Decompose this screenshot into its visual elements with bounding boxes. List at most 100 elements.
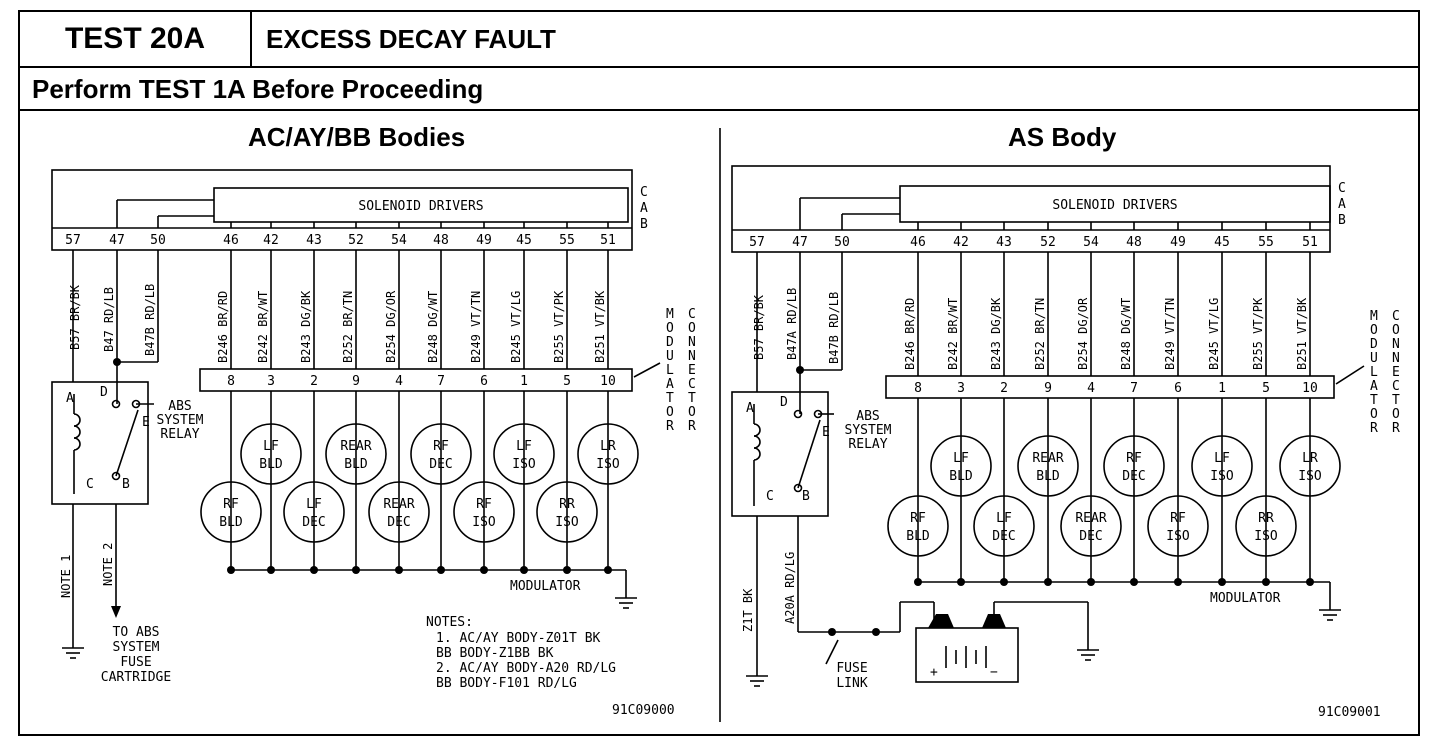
left-coil-rf-dec <box>410 423 472 485</box>
right-solenoid-wire-label: B255 VT/PK <box>1251 297 1265 370</box>
left-connector-letter: E <box>688 363 696 378</box>
right-battery-terminal-icon <box>928 614 954 628</box>
left-coil-rr-iso-label: RR <box>559 497 575 512</box>
left-note2-arrow <box>111 606 121 618</box>
left-relay-contact <box>111 471 121 481</box>
left-coil-lr-iso-label: ISO <box>596 457 620 472</box>
right-coil-lf-bld-label: BLD <box>949 469 973 484</box>
left-notes-title: NOTES: <box>426 615 473 630</box>
left-cab-pin-48: 48 <box>433 233 449 248</box>
left-relay-terminal-a: A <box>66 391 74 406</box>
right-fuse-link-label: FUSE <box>836 661 867 676</box>
left-connector-letter: N <box>688 349 696 364</box>
left-cab-pin-46: 46 <box>223 233 239 248</box>
right-connector-letter: O <box>1392 323 1400 338</box>
right-coil-rf-bld-label: BLD <box>906 529 930 544</box>
right-cab-box <box>731 165 1331 253</box>
left-coil-lf-dec-label: DEC <box>302 515 325 530</box>
left-modulator-connector-letter: O <box>666 321 674 336</box>
left-relay-wire-50-label: B47B RD/LB <box>143 284 157 356</box>
right-relay-terminal-c: C <box>766 489 774 504</box>
left-relay-coil-icon <box>73 425 81 439</box>
right-power-wire-label: A20A RD/LG <box>783 552 797 624</box>
left-coil-lf-dec-label: LF <box>306 497 322 512</box>
left-relay-wire-47-label: B47 RD/LB <box>102 287 116 352</box>
left-connector-letter: O <box>688 321 696 336</box>
right-connector-letter: C <box>1392 379 1400 394</box>
left-coil-rf-iso-label: RF <box>476 497 492 512</box>
left-modulator-connector-letter: T <box>666 391 674 406</box>
left-note-line: 1. AC/AY BODY-Z01T BK <box>436 631 601 646</box>
right-connector-letter: R <box>1392 421 1400 436</box>
left-coil-rf-bld-label: BLD <box>219 515 243 530</box>
right-modulator-pin-10: 10 <box>1302 381 1318 396</box>
left-coil-lr-iso-label: LR <box>600 439 616 454</box>
left-solenoid-wire-label: B243 DG/BK <box>299 290 313 363</box>
right-coil-rf-bld-label: RF <box>910 511 926 526</box>
right-modulator-label: MODULATOR <box>1210 591 1281 606</box>
right-connector-letter: T <box>1392 393 1400 408</box>
left-coil-lf-iso <box>493 423 555 485</box>
left-solenoid-wire-label: B248 DG/WT <box>426 291 440 363</box>
left-relay-switch-arm <box>115 409 139 477</box>
right-connector-letter: C <box>1392 309 1400 324</box>
left-modulator-pin-7: 7 <box>437 374 445 389</box>
left-coil-lr-iso <box>577 423 639 485</box>
right-coil-rf-dec-label: DEC <box>1122 469 1145 484</box>
right-cab-pin-57: 57 <box>749 235 765 250</box>
right-cab-pin-42: 42 <box>953 235 969 250</box>
left-to-abs-label: SYSTEM <box>113 640 160 655</box>
right-modulator-pin-7: 7 <box>1130 381 1138 396</box>
right-modulator-connector-letter: O <box>1370 407 1378 422</box>
left-modulator-pin-1: 1 <box>520 374 528 389</box>
left-cab-pin-43: 43 <box>306 233 322 248</box>
right-solenoid-wire-label: B246 BR/RD <box>903 298 917 370</box>
left-connector-letter: T <box>688 391 696 406</box>
right-section-title: AS Body <box>1008 122 1117 152</box>
right-solenoid-drivers-box <box>899 185 1331 223</box>
right-connector-letter: E <box>1392 365 1400 380</box>
left-modulator-pin-3: 3 <box>267 374 275 389</box>
right-relay-contact <box>793 409 803 419</box>
left-relay-coil-icon <box>73 413 81 427</box>
left-coil-lf-iso-label: LF <box>516 439 532 454</box>
left-modulator-connector-letter: D <box>666 335 674 350</box>
right-coil-rear-dec-label: DEC <box>1079 529 1102 544</box>
left-solenoid-wire-label: B249 VT/TN <box>469 291 483 363</box>
left-to-abs-label: TO ABS <box>113 625 160 640</box>
right-modulator-connector-letter: O <box>1370 323 1378 338</box>
left-solenoid-wire-label: B246 BR/RD <box>216 291 230 363</box>
right-coil-rr-iso-label: ISO <box>1254 529 1278 544</box>
right-relay-contact <box>793 483 803 493</box>
left-cab-pin-54: 54 <box>391 233 407 248</box>
right-coil-rear-dec-label: REAR <box>1075 511 1106 526</box>
right-modulator-pin-6: 6 <box>1174 381 1182 396</box>
right-coil-lf-iso <box>1191 435 1253 497</box>
right-fuse-link-arrow <box>825 639 839 665</box>
left-relay-coil-icon <box>73 437 81 451</box>
right-connector-letter: N <box>1392 337 1400 352</box>
right-modulator-pin-3: 3 <box>957 381 965 396</box>
left-modulator-pin-5: 5 <box>563 374 571 389</box>
left-cab-box <box>51 169 633 251</box>
left-relay-terminal-b: B <box>122 477 130 492</box>
right-coil-lf-dec-label: LF <box>996 511 1012 526</box>
right-figure-id: 91C09001 <box>1318 705 1381 720</box>
header-divider-bottom <box>18 109 1420 111</box>
right-coil-rear-dec <box>1060 495 1122 557</box>
right-modulator-connector <box>885 375 1335 399</box>
right-cab-pin-46: 46 <box>910 235 926 250</box>
right-modulator-connector-letter: M <box>1370 309 1378 324</box>
left-coil-lf-iso-label: ISO <box>512 457 536 472</box>
right-coil-lf-iso-label: ISO <box>1210 469 1234 484</box>
left-modulator-pin-10: 10 <box>600 374 616 389</box>
left-connector-letter: C <box>688 377 696 392</box>
right-coil-lf-iso-label: LF <box>1214 451 1230 466</box>
left-relay-contact <box>111 399 121 409</box>
right-coil-rf-bld <box>887 495 949 557</box>
right-coil-lf-dec <box>973 495 1035 557</box>
left-solenoid-drivers-label: SOLENOID DRIVERS <box>358 199 483 214</box>
left-connector-letter: N <box>688 335 696 350</box>
right-relay-wire-50-label: B47B RD/LB <box>827 292 841 364</box>
right-solenoid-wire-label: B243 DG/BK <box>989 297 1003 370</box>
